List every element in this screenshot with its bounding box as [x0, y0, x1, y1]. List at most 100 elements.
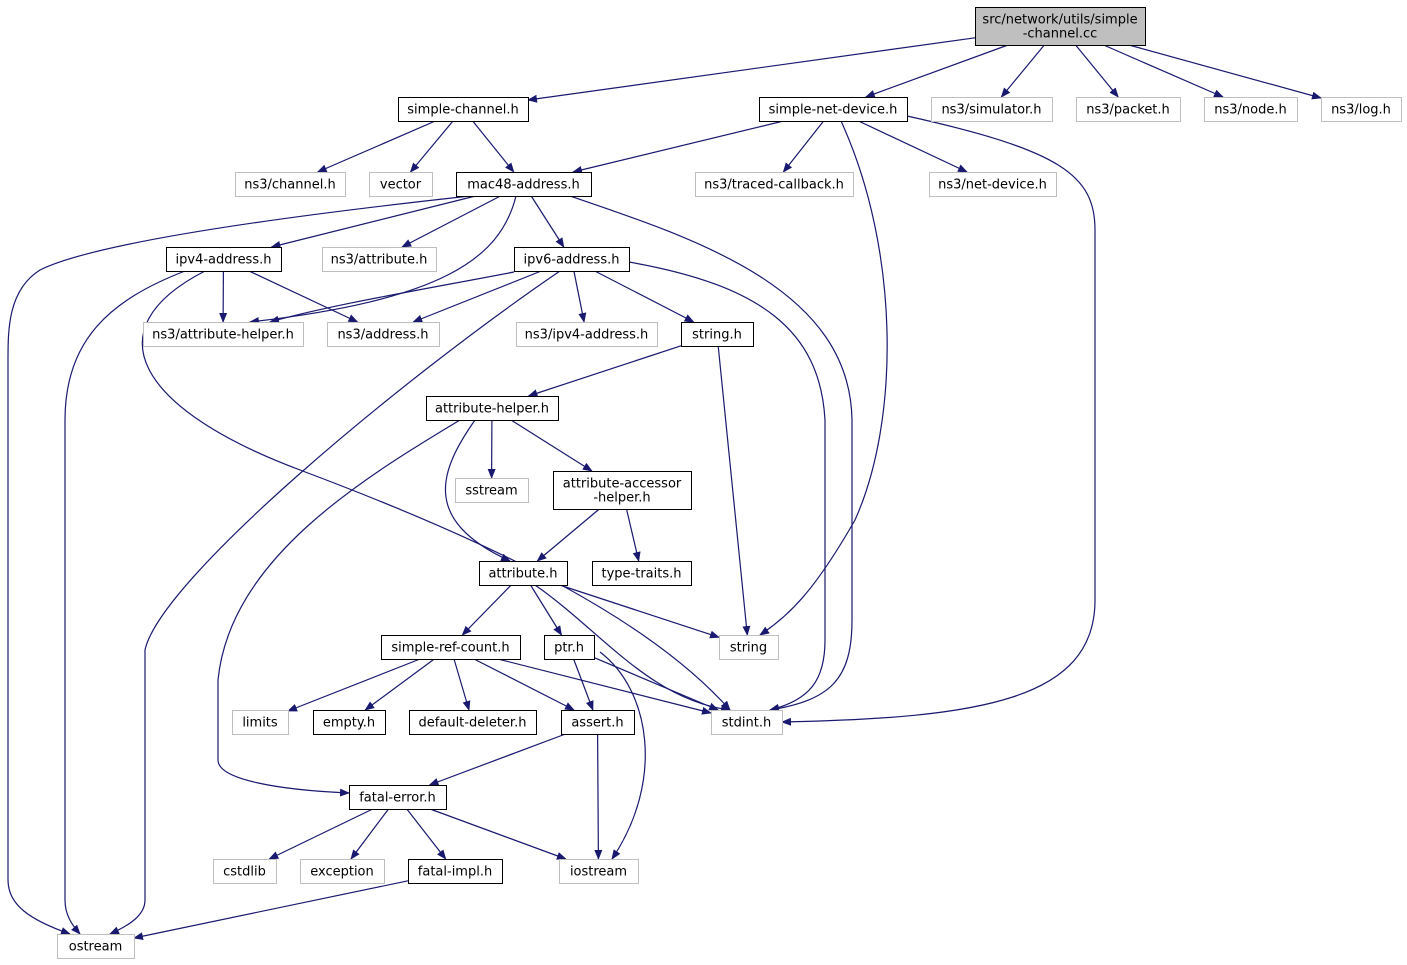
node-assert-h[interactable]: assert.h [561, 710, 635, 735]
node-label: iostream [570, 865, 627, 880]
node-box [57, 934, 135, 959]
node-ns3-attribute-h: ns3/attribute.h [322, 247, 437, 272]
edge-root-to-ns3_log_h [1128, 44, 1322, 100]
node-ns3-channel-h: ns3/channel.h [235, 172, 346, 197]
node-label: stdint.h [722, 716, 771, 731]
node-layer: src/network/utils/simple-channel.cc simpl… [57, 7, 1402, 959]
node-box [313, 710, 386, 735]
edge-mac48_address_h-to-stdint_h [569, 195, 853, 713]
node-label: simple-net-device.h [769, 103, 898, 118]
edge-attribute_helper_h-to-fatal_error_h [217, 419, 461, 797]
node-box [711, 710, 783, 735]
node-ptr-h[interactable]: ptr.h [544, 635, 595, 660]
edge-simple_net_device_h-to-stdint_h [781, 115, 1096, 726]
node-ns3-simulator-h: ns3/simulator.h [931, 97, 1053, 122]
node-label: simple-channel.h [407, 103, 518, 118]
node-label: sstream [465, 484, 517, 499]
node-mac48-address-h[interactable]: mac48-address.h [456, 172, 592, 197]
edge-fatal_error_h-to-iostream [429, 808, 567, 860]
node-box [455, 478, 529, 503]
node-label: ns3/attribute-helper.h [152, 328, 294, 343]
edge-ptr_h-to-iostream [599, 651, 646, 860]
node-label: ns3/address.h [337, 328, 428, 343]
node-label: ns3/channel.h [244, 178, 335, 193]
edge-ptr_h-to-assert_h [573, 658, 594, 711]
node-fatal-error-h[interactable]: fatal-error.h [349, 785, 447, 810]
node-box [561, 710, 635, 735]
edge-layer [7, 37, 1322, 941]
node-box [322, 247, 437, 272]
edge-attribute_accessor_helper_h-to-type_traits_h [625, 508, 641, 562]
node-box [514, 247, 630, 272]
node-simple-channel-h[interactable]: simple-channel.h [398, 97, 529, 122]
node-ipv4-address-h[interactable]: ipv4-address.h [166, 247, 282, 272]
node-box [553, 471, 692, 510]
node-box [300, 859, 385, 884]
node-ns3-traced-callback-h: ns3/traced-callback.h [695, 172, 854, 197]
node-box [695, 172, 854, 197]
edge-attribute_helper_h-to-attribute_accessor_helper_h [510, 419, 593, 472]
node-simple-ref-count-h[interactable]: simple-ref-count.h [381, 635, 521, 660]
edge-ptr_h-to-stdint_h [593, 657, 720, 711]
edge-root-to-simple_channel_h [527, 37, 976, 103]
node-ipv6-address-h[interactable]: ipv6-address.h [514, 247, 630, 272]
node-exception: exception [300, 859, 385, 884]
node-ns3-net-device-h: ns3/net-device.h [929, 172, 1057, 197]
node-simple-net-device-h[interactable]: simple-net-device.h [759, 97, 908, 122]
node-label: ns3/traced-callback.h [704, 178, 844, 193]
edge-ipv4_address_h-to-ostream [64, 270, 186, 935]
edge-ipv4_address_h-to-stdint_h [141, 270, 731, 711]
node-type-traits-h[interactable]: type-traits.h [592, 561, 692, 586]
edge-simple_ref_count_h-to-default_deleter_h [453, 658, 471, 711]
edge-simple_ref_count_h-to-limits [287, 658, 421, 712]
edge-mac48_address_h-to-ipv4_address_h [270, 195, 476, 249]
node-empty-h[interactable]: empty.h [313, 710, 386, 735]
edge-attribute_h-to-simple_ref_count_h [461, 584, 512, 636]
node-label: exception [310, 865, 374, 880]
node-ns3-address-h: ns3/address.h [327, 322, 440, 347]
node-string: string [719, 635, 779, 660]
node-label: ns3/attribute.h [331, 253, 428, 268]
node-ns3-packet-h: ns3/packet.h [1076, 97, 1181, 122]
node-attribute-accessor-helper-h[interactable]: attribute-accessor-helper.h [553, 471, 692, 510]
node-label: assert.h [571, 716, 623, 731]
node-label: ns3/packet.h [1086, 103, 1170, 118]
edge-mac48_address_h-to-ostream [7, 195, 471, 935]
node-default-deleter-h[interactable]: default-deleter.h [409, 710, 537, 735]
node-label: fatal-impl.h [418, 865, 492, 880]
node-box [232, 710, 289, 735]
node-box [516, 322, 658, 347]
edge-simple_ref_count_h-to-stdint_h [497, 658, 712, 715]
node-box [349, 785, 447, 810]
node-box [719, 635, 779, 660]
edge-assert_h-to-fatal_error_h [428, 733, 566, 786]
node-stdint-h: stdint.h [711, 710, 783, 735]
node-label: type-traits.h [602, 567, 682, 582]
node-box [409, 710, 537, 735]
node-box [408, 859, 503, 884]
node-box [592, 561, 692, 586]
node-label: cstdlib [223, 865, 266, 880]
node-attribute-helper-h[interactable]: attribute-helper.h [426, 396, 559, 421]
node-attribute-h[interactable]: attribute.h [479, 561, 568, 586]
node-box [369, 172, 433, 197]
edge-mac48_address_h-to-ns3_attribute_h [401, 195, 501, 248]
edge-simple_channel_h-to-ns3_channel_h [316, 120, 436, 173]
node-box [143, 322, 304, 347]
edge-simple_net_device_h-to-ns3_net_device_h [858, 120, 968, 173]
node-root[interactable]: src/network/utils/simple-channel.cc [975, 7, 1146, 46]
edge-root-to-ns3_node_h [1103, 44, 1224, 98]
edge-fatal_error_h-to-exception [350, 808, 389, 860]
node-box [166, 247, 282, 272]
node-label: string [730, 641, 767, 656]
edge-ipv6_address_h-to-ns3_ipv4_address_h [573, 270, 587, 323]
node-box [213, 859, 277, 884]
edge-string_h-to-attribute_helper_h [527, 345, 682, 397]
node-ns3-ipv4-address-h: ns3/ipv4-address.h [516, 322, 658, 347]
node-label: attribute.h [488, 567, 557, 582]
edge-ipv6_address_h-to-ostream [109, 270, 561, 935]
edge-string_h-to-string [717, 345, 751, 636]
node-string-h[interactable]: string.h [681, 322, 754, 347]
node-fatal-impl-h[interactable]: fatal-impl.h [408, 859, 503, 884]
node-label: ostream [69, 940, 123, 955]
